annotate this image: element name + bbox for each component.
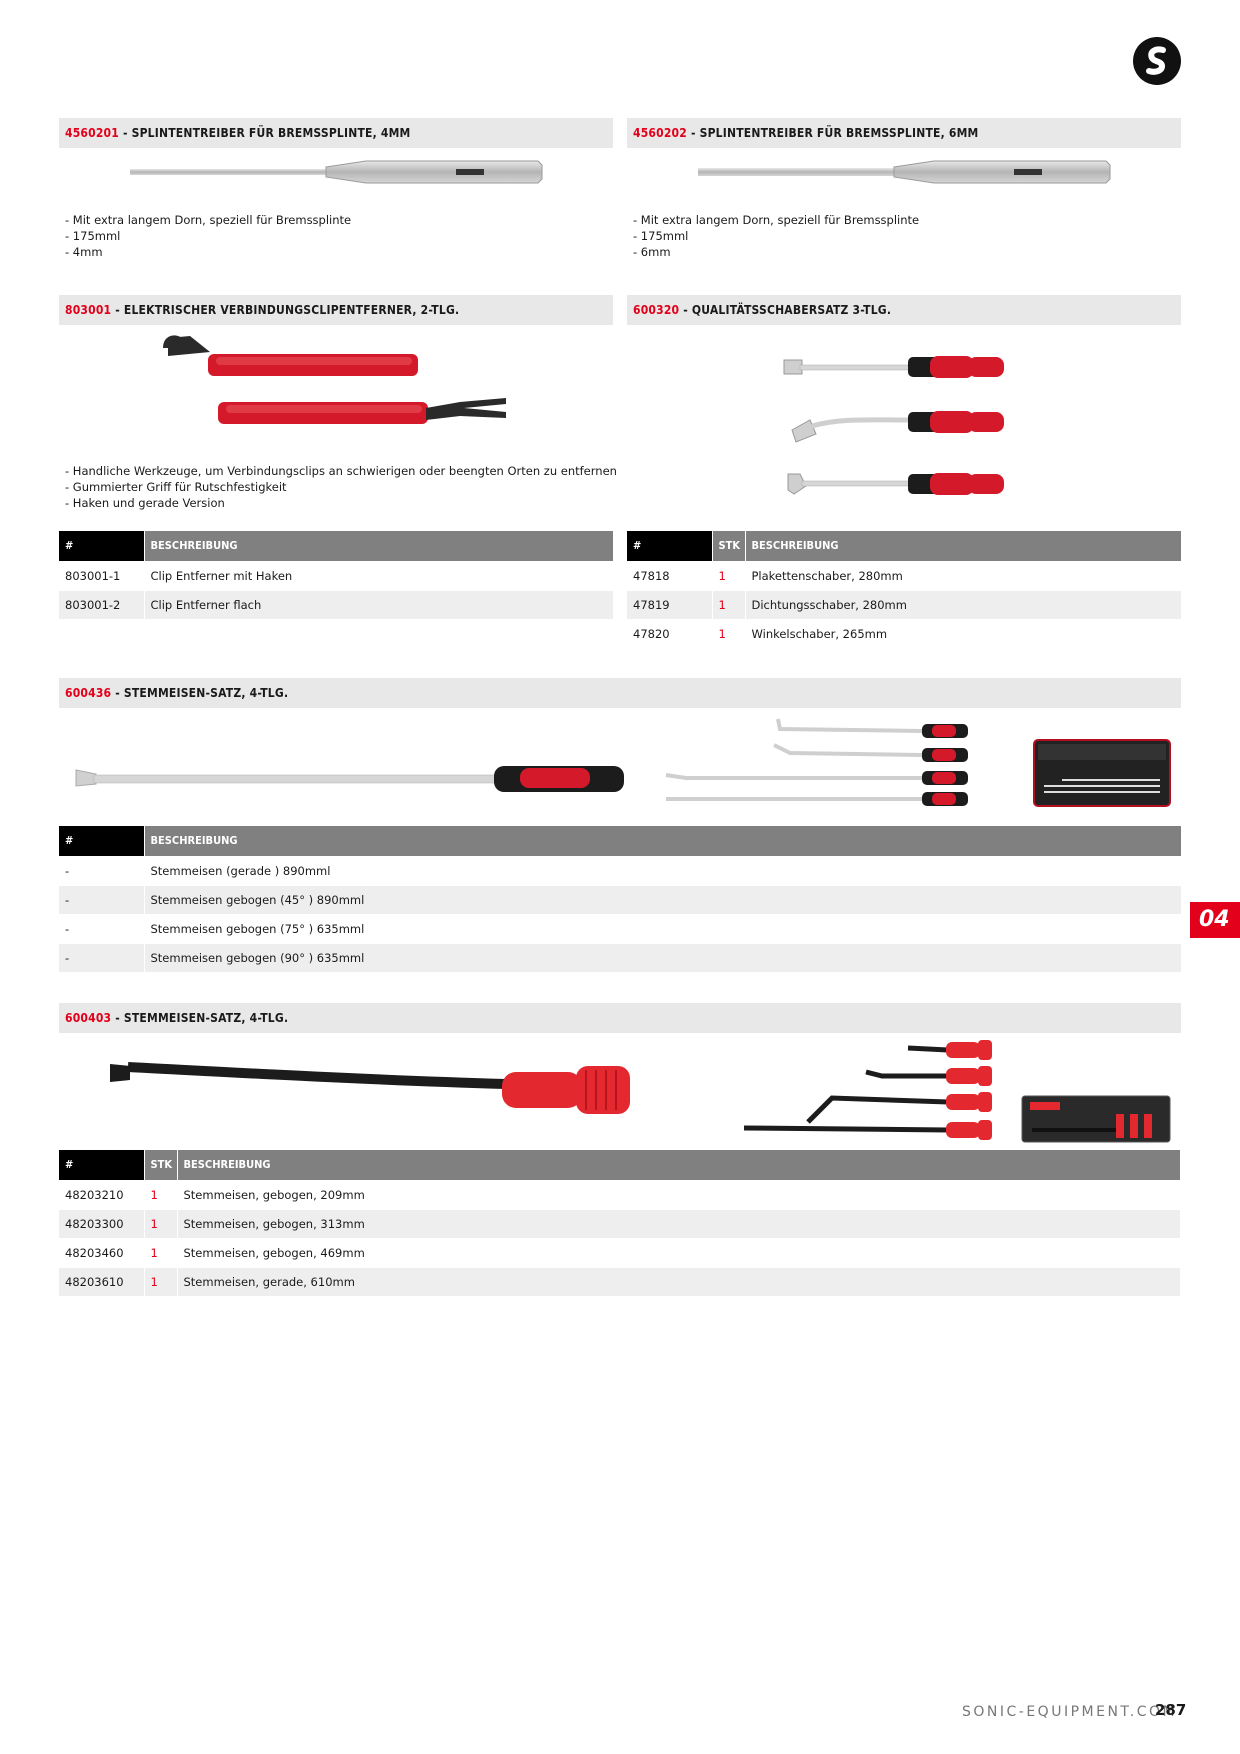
section-header-803001: 803001 - ELEKTRISCHER VERBINDUNGSCLIPENT… [59, 295, 613, 325]
sonic-logo-icon [1133, 37, 1181, 85]
table-600436: # BESCHREIBUNG - Stemmeisen (gerade ) 89… [59, 826, 1181, 972]
product-code: 803001 [65, 303, 112, 317]
page-number: 287 [1155, 1701, 1187, 1719]
section-header-600320: 600320 - QUALITÄTSSCHABERSATZ 3-TLG. [627, 295, 1181, 325]
table-row: 803001-2 Clip Entferner flach [59, 589, 613, 619]
table-row: - Stemmeisen gebogen (90° ) 635mml [59, 942, 1181, 972]
bullet-list: - Mit extra langem Dorn, speziell für Br… [633, 213, 920, 259]
section-header-4560201: 4560201 - SPLINTENTREIBER FÜR BREMSSPLIN… [59, 118, 613, 148]
column-header-description: BESCHREIBUNG [143, 531, 613, 561]
chapter-tab[interactable]: 04 [1190, 902, 1240, 938]
product-title: ELEKTRISCHER VERBINDUNGSCLIPENTFERNER, 2… [123, 303, 460, 317]
column-header-number: # [59, 531, 144, 561]
product-code: 4560202 [633, 126, 687, 140]
column-header-number: # [59, 1150, 144, 1180]
product-code: 600403 [65, 1011, 112, 1025]
table-600320: # STK BESCHREIBUNG 47818 1 Plakettenscha… [627, 531, 1181, 648]
pin-punch-4mm-image [130, 160, 543, 184]
table-600403: # STK BESCHREIBUNG 48203210 1 Stemmeisen… [59, 1150, 1180, 1296]
table-row: 803001-1 Clip Entferner mit Haken [59, 560, 613, 590]
column-header-number: # [59, 826, 144, 856]
table-row: - Stemmeisen gebogen (75° ) 635mml [59, 913, 1181, 943]
table-row: - Stemmeisen (gerade ) 890mml [59, 855, 1181, 885]
pin-punch-6mm-image [698, 160, 1111, 184]
product-code: 600320 [633, 303, 680, 317]
column-header-number: # [627, 531, 712, 561]
footer-website: SONIC-EQUIPMENT.COM [962, 1704, 1178, 1720]
table-row: 48203300 1 Stemmeisen, gebogen, 313mm [59, 1208, 1180, 1238]
table-row: 47819 1 Dichtungsschaber, 280mm [627, 589, 1181, 619]
table-row: 47820 1 Winkelschaber, 265mm [627, 618, 1181, 648]
section-header-600436: 600436 - STEMMEISEN-SATZ, 4-TLG. [59, 678, 1181, 708]
scraper-set-image [783, 356, 1004, 495]
pry-bar-set-image [665, 718, 968, 806]
bullet-list: - Mit extra langem Dorn, speziell für Br… [65, 213, 352, 259]
table-row: 48203210 1 Stemmeisen, gebogen, 209mm [59, 1179, 1180, 1209]
bullet-list: - Handliche Werkzeuge, um Verbindungscli… [65, 464, 617, 510]
column-header-qty: STK [711, 531, 745, 561]
table-row: - Stemmeisen gebogen (45° ) 890mml [59, 884, 1181, 914]
table-row: 48203460 1 Stemmeisen, gebogen, 469mm [59, 1237, 1180, 1267]
pry-bar-large-image [75, 766, 624, 792]
product-title: STEMMEISEN-SATZ, 4-TLG. [123, 686, 289, 700]
product-code: 600436 [65, 686, 112, 700]
product-title: QUALITÄTSSCHABERSATZ 3-TLG. [691, 303, 892, 317]
table-row: 48203610 1 Stemmeisen, gerade, 610mm [59, 1266, 1180, 1296]
product-title: SPLINTENTREIBER FÜR BREMSSPLINTE, 4MM [131, 126, 411, 140]
product-title: SPLINTENTREIBER FÜR BREMSSPLINTE, 6MM [699, 126, 979, 140]
column-header-description: BESCHREIBUNG [143, 826, 1181, 856]
table-803001: # BESCHREIBUNG 803001-1 Clip Entferner m… [59, 531, 613, 619]
column-header-description: BESCHREIBUNG [744, 531, 1181, 561]
pry-bar-black-set-image [743, 1040, 992, 1140]
table-row: 47818 1 Plakettenschaber, 280mm [627, 560, 1181, 590]
column-header-description: BESCHREIBUNG [176, 1150, 1180, 1180]
product-code: 4560201 [65, 126, 119, 140]
column-header-qty: STK [143, 1150, 177, 1180]
pry-bar-tray-image [1021, 1095, 1171, 1143]
pry-bar-case-image [1033, 739, 1171, 807]
product-title: STEMMEISEN-SATZ, 4-TLG. [123, 1011, 289, 1025]
clip-remover-image [163, 335, 506, 424]
section-header-4560202: 4560202 - SPLINTENTREIBER FÜR BREMSSPLIN… [627, 118, 1181, 148]
section-header-600403: 600403 - STEMMEISEN-SATZ, 4-TLG. [59, 1003, 1181, 1033]
pry-bar-black-image [110, 1062, 630, 1114]
